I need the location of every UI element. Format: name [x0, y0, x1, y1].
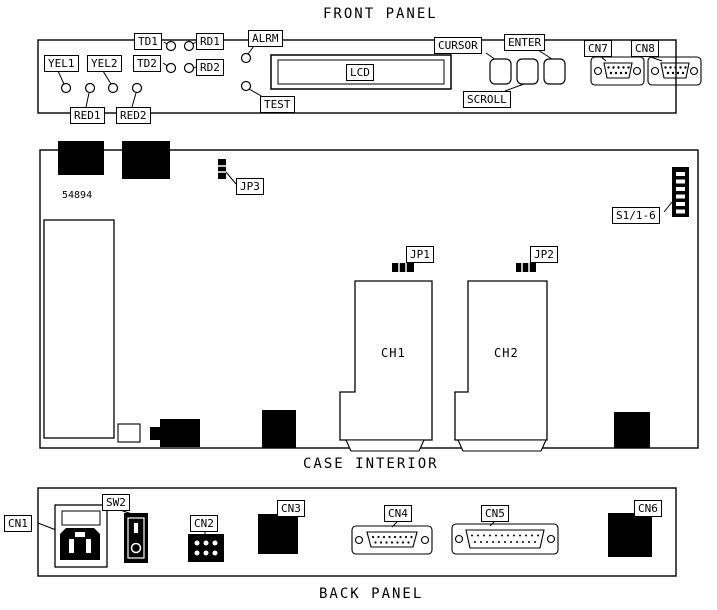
transformer-2 — [122, 141, 170, 179]
label-cn4: CN4 — [384, 505, 412, 522]
label-cn5: CN5 — [481, 505, 509, 522]
label-enter: ENTER — [504, 34, 546, 51]
td1-led — [165, 40, 177, 52]
td2-led — [165, 62, 177, 74]
label-s1: S1/1-6 — [612, 207, 660, 224]
case-interior-components — [43, 141, 689, 452]
label-scroll: SCROLL — [463, 91, 511, 108]
label-yel1: YEL1 — [44, 55, 79, 72]
board-part-number: 54894 — [62, 190, 93, 201]
label-lcd: LCD — [346, 64, 374, 81]
alrm-led — [240, 52, 252, 64]
label-red2: RED2 — [116, 107, 151, 124]
ch2-edge-connector — [457, 439, 547, 452]
label-jp2: JP2 — [530, 246, 558, 263]
label-sw2: SW2 — [102, 494, 130, 511]
s1-dip-switch — [672, 167, 689, 217]
red1-led — [84, 82, 96, 94]
label-jp3: JP3 — [236, 178, 264, 195]
leader-lines — [37, 41, 673, 535]
back-panel-components — [54, 504, 652, 568]
ch1-label: CH1 — [381, 346, 406, 360]
ch1-card — [339, 280, 433, 441]
bottom-component-1 — [160, 419, 200, 447]
transformer-1 — [58, 141, 104, 175]
test-led — [240, 80, 252, 92]
label-cn6: CN6 — [634, 500, 662, 517]
label-rd1: RD1 — [196, 33, 224, 50]
scroll-button — [516, 58, 539, 85]
label-yel2: YEL2 — [87, 55, 122, 72]
label-cn1: CN1 — [4, 515, 32, 532]
back-panel-outline — [37, 487, 677, 577]
cn2-connector — [188, 534, 224, 562]
cursor-button — [489, 58, 512, 85]
front-panel-buttons — [489, 58, 566, 85]
cn4-connector — [351, 525, 433, 555]
cn6-connector — [608, 513, 652, 557]
cn5-connector — [451, 523, 559, 555]
label-cn3: CN3 — [277, 500, 305, 517]
small-component-tab — [150, 427, 160, 440]
power-supply-outline — [43, 219, 115, 439]
jp2-pins — [516, 263, 536, 272]
label-alrm: ALRM — [248, 30, 283, 47]
ch2-card — [454, 280, 548, 441]
label-cn2: CN2 — [190, 515, 218, 532]
sw2-power-switch — [124, 513, 148, 563]
label-cn8: CN8 — [631, 40, 659, 57]
enter-button — [543, 58, 566, 85]
case-interior-title: CASE INTERIOR — [303, 456, 439, 472]
label-td2: TD2 — [133, 55, 161, 72]
label-test: TEST — [260, 96, 295, 113]
front-panel-leds — [60, 40, 252, 94]
front-panel-title: FRONT PANEL — [323, 6, 438, 22]
front-panel-outline — [37, 39, 677, 114]
cn8-connector — [647, 56, 702, 86]
cn7-connector — [590, 56, 645, 86]
yel2-led — [107, 82, 119, 94]
bottom-component-3 — [614, 412, 650, 448]
ch1-edge-connector — [345, 439, 425, 452]
bottom-component-2 — [262, 410, 296, 448]
label-jp1: JP1 — [406, 246, 434, 263]
cn1-power-inlet — [54, 504, 108, 568]
rd1-led — [183, 40, 195, 52]
cn3-connector — [258, 514, 298, 554]
label-cn7: CN7 — [584, 40, 612, 57]
small-component-outline — [117, 423, 141, 443]
label-red1: RED1 — [70, 107, 105, 124]
red2-led — [131, 82, 143, 94]
label-rd2: RD2 — [196, 59, 224, 76]
label-cursor: CURSOR — [434, 37, 482, 54]
jp3-jumper — [218, 159, 226, 179]
label-td1: TD1 — [134, 33, 162, 50]
yel1-led — [60, 82, 72, 94]
back-panel-title: BACK PANEL — [319, 586, 424, 602]
jp1-pins — [392, 263, 414, 272]
rd2-led — [183, 62, 195, 74]
ch2-label: CH2 — [494, 346, 519, 360]
